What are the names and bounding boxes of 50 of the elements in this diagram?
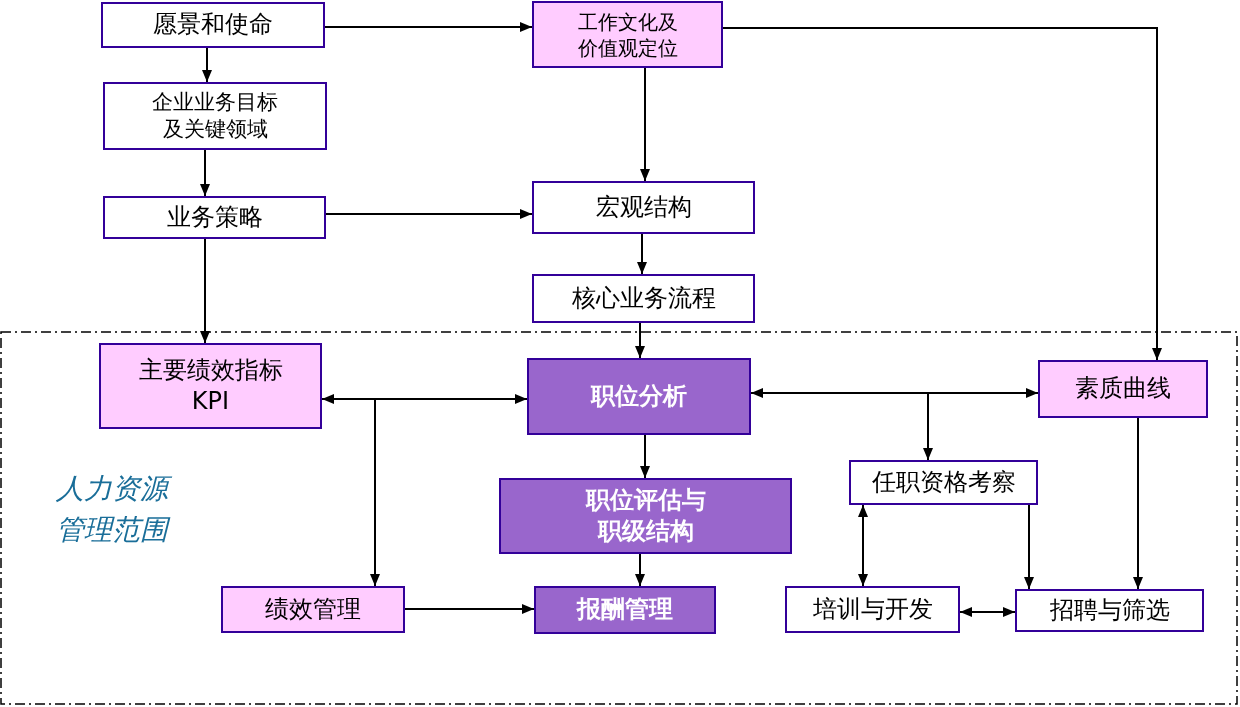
- box-label: 主要绩效指标KPI: [137, 354, 284, 417]
- arrow: [640, 67, 650, 182]
- arrow: [1024, 504, 1034, 590]
- arrow: [324, 22, 533, 32]
- arrow: [202, 47, 212, 83]
- arrow: [640, 434, 650, 479]
- box-label: 职位评估与职级结构: [584, 484, 707, 547]
- region-label: 人力资源管理范围: [56, 469, 180, 551]
- process-box: [849, 460, 1038, 505]
- process-box: [1015, 589, 1204, 632]
- scope-region: [0, 331, 1238, 705]
- box-label: 招聘与筛选: [1049, 594, 1170, 626]
- process-box: [532, 1, 723, 68]
- arrow: [1133, 417, 1143, 590]
- process-box: [99, 343, 322, 429]
- box-label: 业务策略: [166, 201, 263, 233]
- process-box: [532, 274, 755, 323]
- arrow: [722, 27, 1162, 361]
- box-label: 核心业务流程: [571, 282, 716, 314]
- box-label: 职位分析: [591, 380, 687, 412]
- arrow: [200, 238, 210, 344]
- box-label: 绩效管理: [265, 593, 361, 625]
- arrow: [404, 604, 535, 614]
- arrow: [635, 553, 645, 587]
- box-label: 任职资格考察: [871, 466, 1016, 498]
- process-box: [103, 82, 327, 150]
- arrow: [750, 392, 933, 461]
- process-box: [499, 478, 792, 554]
- double-arrow: [959, 607, 1016, 617]
- box-label: 企业业务目标及关键领域: [151, 88, 279, 143]
- arrow: [635, 322, 645, 359]
- box-label: 愿景和使命: [153, 9, 273, 41]
- process-box: [101, 2, 325, 48]
- process-box: [103, 196, 326, 239]
- arrow: [200, 149, 210, 197]
- arrow: [637, 233, 647, 275]
- process-box: [532, 181, 755, 234]
- process-box: [1038, 360, 1208, 418]
- process-box: [534, 586, 716, 634]
- box-label: 素质曲线: [1075, 373, 1171, 405]
- box-label: 工作文化及价值观定位: [576, 8, 679, 61]
- process-box: [221, 586, 405, 633]
- process-box: [527, 358, 751, 435]
- box-label: 宏观结构: [595, 191, 692, 223]
- double-arrow: [858, 504, 868, 587]
- arrow: [325, 209, 533, 219]
- arrow: [321, 398, 380, 587]
- box-label: 报酬管理: [577, 594, 673, 626]
- box-label: 培训与开发: [812, 593, 933, 625]
- process-box: [785, 586, 960, 633]
